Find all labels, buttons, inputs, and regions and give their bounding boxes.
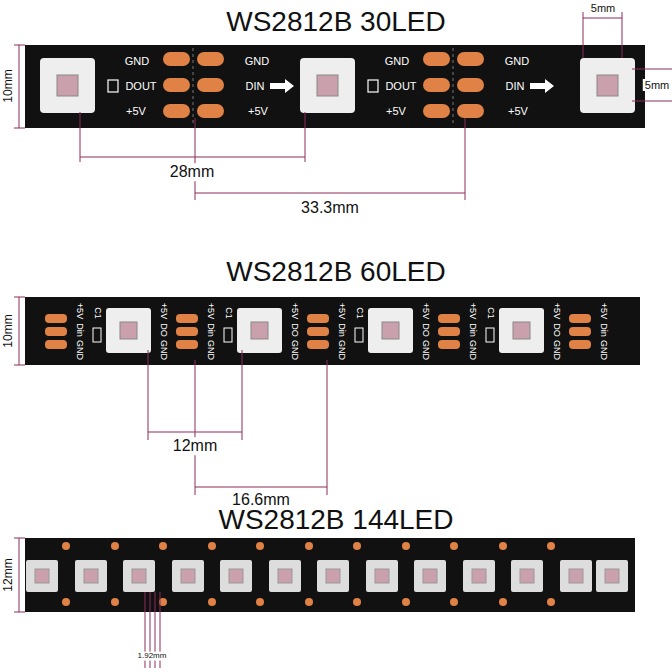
- pin-label: DO: [289, 323, 299, 337]
- component-label: C1: [223, 307, 233, 319]
- pin-label: GND: [420, 340, 430, 360]
- pin-label: +5V: [289, 303, 299, 319]
- pad-label: +5V: [248, 105, 268, 117]
- strip-60led: [25, 297, 640, 365]
- pin-label: +5V: [74, 303, 84, 319]
- pin-label: Din: [467, 323, 477, 337]
- pin-label: GND: [289, 340, 299, 360]
- pin-label: Din: [205, 323, 215, 337]
- pin-label: GND: [205, 340, 215, 360]
- dimension-label: 5mm: [643, 79, 671, 91]
- pin-label: Din: [336, 323, 346, 337]
- pin-label: Din: [74, 323, 84, 337]
- strip-title: WS2812B 144LED: [218, 505, 453, 536]
- dimension-lines: [14, 12, 672, 200]
- pin-label: +5V: [467, 303, 477, 319]
- pin-label: GND: [74, 340, 84, 360]
- pin-label: +5V: [158, 303, 168, 319]
- pin-label: +5V: [551, 303, 561, 319]
- pad-label: GND: [125, 55, 149, 67]
- pad-label: DIN: [246, 80, 265, 92]
- pad-label: GND: [385, 55, 409, 67]
- component-label: C1: [92, 307, 102, 319]
- strip-144led: [25, 538, 635, 612]
- pin-label: DO: [420, 323, 430, 337]
- pad-label: DOUT: [385, 80, 416, 92]
- dimension-label: 12mm: [171, 437, 219, 455]
- pin-label: +5V: [205, 303, 215, 319]
- pad-label: GND: [245, 55, 269, 67]
- dimension-label: 10mm: [2, 69, 15, 102]
- pin-label: Din: [598, 323, 608, 337]
- strip-title: WS2812B 60LED: [226, 257, 445, 288]
- dimension-label: 5mm: [589, 2, 617, 14]
- component-label: C1: [485, 307, 495, 319]
- dimension-label: 10mm: [2, 314, 15, 347]
- pin-label: +5V: [598, 303, 608, 319]
- dimension-lines: [14, 538, 160, 668]
- pin-label: DO: [158, 323, 168, 337]
- dimension-label: 33.3mm: [299, 199, 361, 217]
- pad-label: +5V: [386, 105, 406, 117]
- pin-label: GND: [158, 340, 168, 360]
- pin-label: +5V: [420, 303, 430, 319]
- pin-label: GND: [598, 340, 608, 360]
- dimension-lines: [14, 297, 327, 495]
- strip-title: WS2812B 30LED: [226, 7, 445, 38]
- pad-label: +5V: [126, 105, 146, 117]
- pin-label: GND: [551, 340, 561, 360]
- pin-label: GND: [336, 340, 346, 360]
- pad-label: GND: [505, 55, 529, 67]
- dimension-label: 28mm: [168, 163, 216, 181]
- dimension-label: 1.92mm: [136, 652, 169, 661]
- pad-label: DIN: [506, 80, 525, 92]
- strip-30led: [25, 45, 645, 128]
- component-label: C1: [354, 307, 364, 319]
- pin-label: DO: [551, 323, 561, 337]
- pad-label: +5V: [508, 105, 528, 117]
- pin-label: GND: [467, 340, 477, 360]
- pin-label: +5V: [336, 303, 346, 319]
- pad-label: DOUT: [125, 80, 156, 92]
- dimension-label: 12mm: [2, 558, 15, 591]
